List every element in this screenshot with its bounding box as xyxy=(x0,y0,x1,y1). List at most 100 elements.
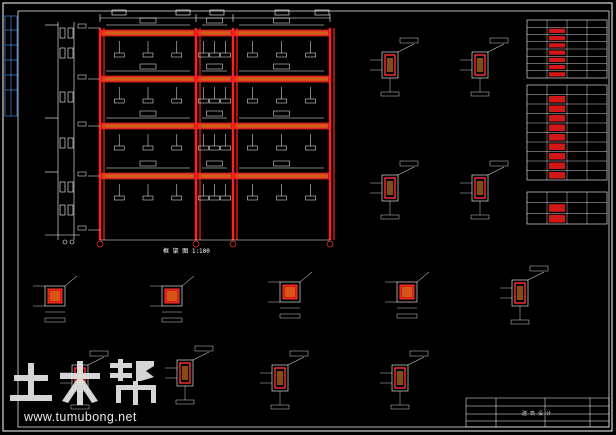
table-section-swatch xyxy=(549,143,565,150)
rebar-label xyxy=(220,98,231,104)
section-outline xyxy=(279,281,301,303)
leader xyxy=(397,166,415,176)
leader xyxy=(287,356,305,366)
beam-section-detail xyxy=(500,265,549,325)
table-section-swatch xyxy=(549,36,565,41)
frame-title: 框 架 图 1:100 xyxy=(163,248,210,255)
section-hatch xyxy=(277,371,283,385)
section-hatch xyxy=(387,181,393,195)
leader xyxy=(407,356,425,366)
beam-tag xyxy=(273,63,290,70)
beam-hatch xyxy=(234,76,329,82)
table-section-swatch xyxy=(549,57,565,62)
detail-label xyxy=(470,214,490,220)
leader xyxy=(397,43,415,53)
rebar-label xyxy=(198,52,209,58)
table-section-swatch xyxy=(549,214,565,223)
rebar-label xyxy=(220,145,231,151)
rebar-label xyxy=(113,52,125,58)
beam-section-detail xyxy=(380,350,429,410)
table-section-swatch xyxy=(549,134,565,141)
columns xyxy=(98,28,335,240)
stirrup xyxy=(394,367,406,389)
rebar-label xyxy=(198,195,209,201)
rebar-label xyxy=(247,52,258,58)
beam-hatch xyxy=(197,30,232,36)
rebar-label xyxy=(198,145,209,151)
rebar-label xyxy=(171,98,183,104)
stirrup xyxy=(474,177,486,199)
table-section-swatch xyxy=(549,96,565,103)
beam-tag xyxy=(139,17,157,24)
frame-annotations xyxy=(77,17,324,231)
detail-label xyxy=(270,404,290,410)
stirrup xyxy=(384,54,396,76)
rebar-label xyxy=(171,195,183,201)
leader xyxy=(87,356,105,366)
leader xyxy=(487,166,505,176)
table-section-swatch xyxy=(549,115,565,122)
section-outline xyxy=(44,285,66,307)
watermark-logo-icon xyxy=(10,359,156,405)
beam-tag xyxy=(273,160,290,167)
beam-hatch xyxy=(234,123,329,129)
column-section-detail xyxy=(268,271,313,319)
rebar-label xyxy=(113,145,125,151)
level-label xyxy=(77,121,87,127)
detail-label xyxy=(396,313,418,319)
section-hatch xyxy=(167,291,177,301)
table-section-swatch xyxy=(549,124,565,131)
detail-label xyxy=(510,319,530,325)
beam-hatch xyxy=(101,123,195,129)
section-details[interactable] xyxy=(33,37,549,410)
beam-section-detail xyxy=(260,350,309,410)
beams xyxy=(99,29,331,180)
beam-section-detail xyxy=(460,160,509,220)
section-hatch xyxy=(402,287,412,297)
section-outline xyxy=(396,281,418,303)
frame-elevation[interactable] xyxy=(77,9,335,248)
level-label xyxy=(77,23,87,29)
leader xyxy=(416,271,430,283)
beam-tag xyxy=(273,17,290,24)
leader xyxy=(181,275,195,287)
title-block-name: 建 筑 设 计 xyxy=(522,411,552,417)
beam-hatch xyxy=(197,76,232,82)
stirrup xyxy=(179,362,191,384)
callout-box xyxy=(399,37,419,44)
sheet-inner-border xyxy=(17,10,610,428)
rebar-label xyxy=(209,52,220,58)
level-label xyxy=(77,74,87,80)
section-outline xyxy=(161,285,183,307)
section-hatch xyxy=(397,371,403,385)
leader xyxy=(64,275,78,287)
callout-box xyxy=(89,350,109,357)
leader xyxy=(487,43,505,53)
callout-box xyxy=(489,37,509,44)
detail-label xyxy=(44,317,66,323)
rebar-label xyxy=(142,52,154,58)
detail-label xyxy=(380,91,400,97)
table-section-swatch xyxy=(549,204,565,212)
detail-label xyxy=(279,313,301,319)
rebar-label xyxy=(247,98,258,104)
beam-tag xyxy=(139,160,157,167)
stirrup xyxy=(274,367,286,389)
rebar-label xyxy=(142,98,154,104)
top-dimension-line xyxy=(99,9,331,22)
column-section-detail xyxy=(385,271,430,319)
beam-hatch xyxy=(101,173,195,179)
beam-section-detail xyxy=(460,37,509,97)
column-section-detail xyxy=(150,275,195,323)
stirrup xyxy=(514,282,526,304)
rebar-label xyxy=(113,98,125,104)
rebar-label xyxy=(305,52,316,58)
section-hatch xyxy=(477,58,483,72)
callout-box xyxy=(529,265,549,272)
section-hatch xyxy=(387,58,393,72)
beam-section-detail xyxy=(370,160,419,220)
rebar-label xyxy=(247,195,258,201)
rebar-label xyxy=(220,52,231,58)
